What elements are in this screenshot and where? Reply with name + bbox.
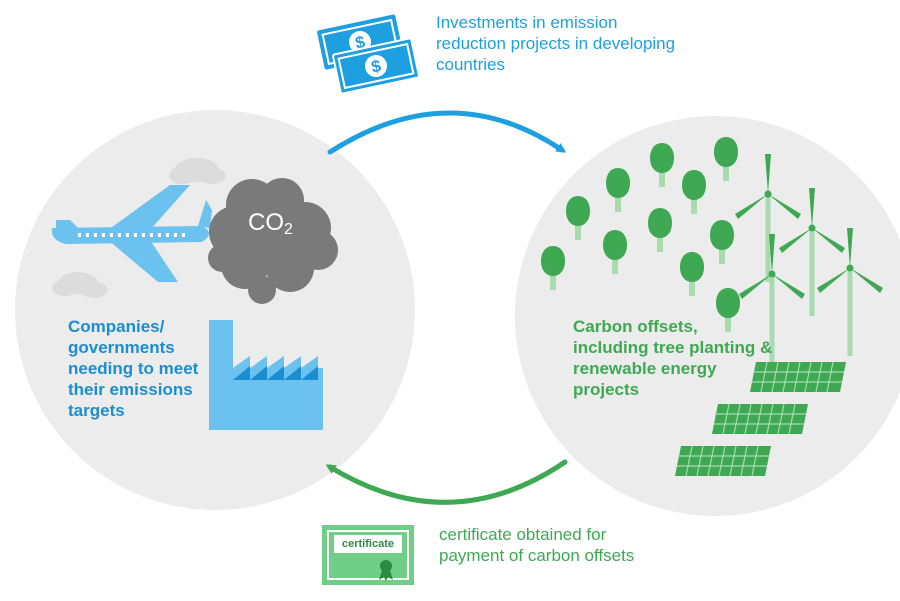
certificate-icon	[322, 525, 414, 585]
co2-label: CO2	[248, 209, 293, 238]
factory-icon	[209, 320, 323, 430]
co2-subscript: 2	[284, 221, 293, 238]
solar-panel-icon	[711, 403, 809, 435]
small-cloud-icon	[169, 158, 226, 184]
certificate-text: certificate obtained for payment of carb…	[439, 525, 635, 565]
airplane-windows	[78, 233, 185, 237]
companies-label: Companies/ governments needing to meet t…	[68, 317, 199, 420]
solar-panel-icon	[674, 445, 772, 477]
investment-flow-arrow	[327, 110, 567, 155]
certificate-label: certificate	[342, 538, 394, 550]
money-icon: $ $	[317, 14, 420, 95]
certificate-flow-arrow	[325, 459, 568, 505]
small-cloud-icon	[52, 272, 108, 298]
airplane-icon	[51, 185, 212, 282]
svg-text:$: $	[369, 56, 383, 77]
offsets-label: Carbon offsets, including tree planting …	[573, 317, 773, 399]
investments-text: Investments in emission reduction projec…	[436, 13, 676, 74]
co2-cloud-icon	[208, 178, 338, 304]
